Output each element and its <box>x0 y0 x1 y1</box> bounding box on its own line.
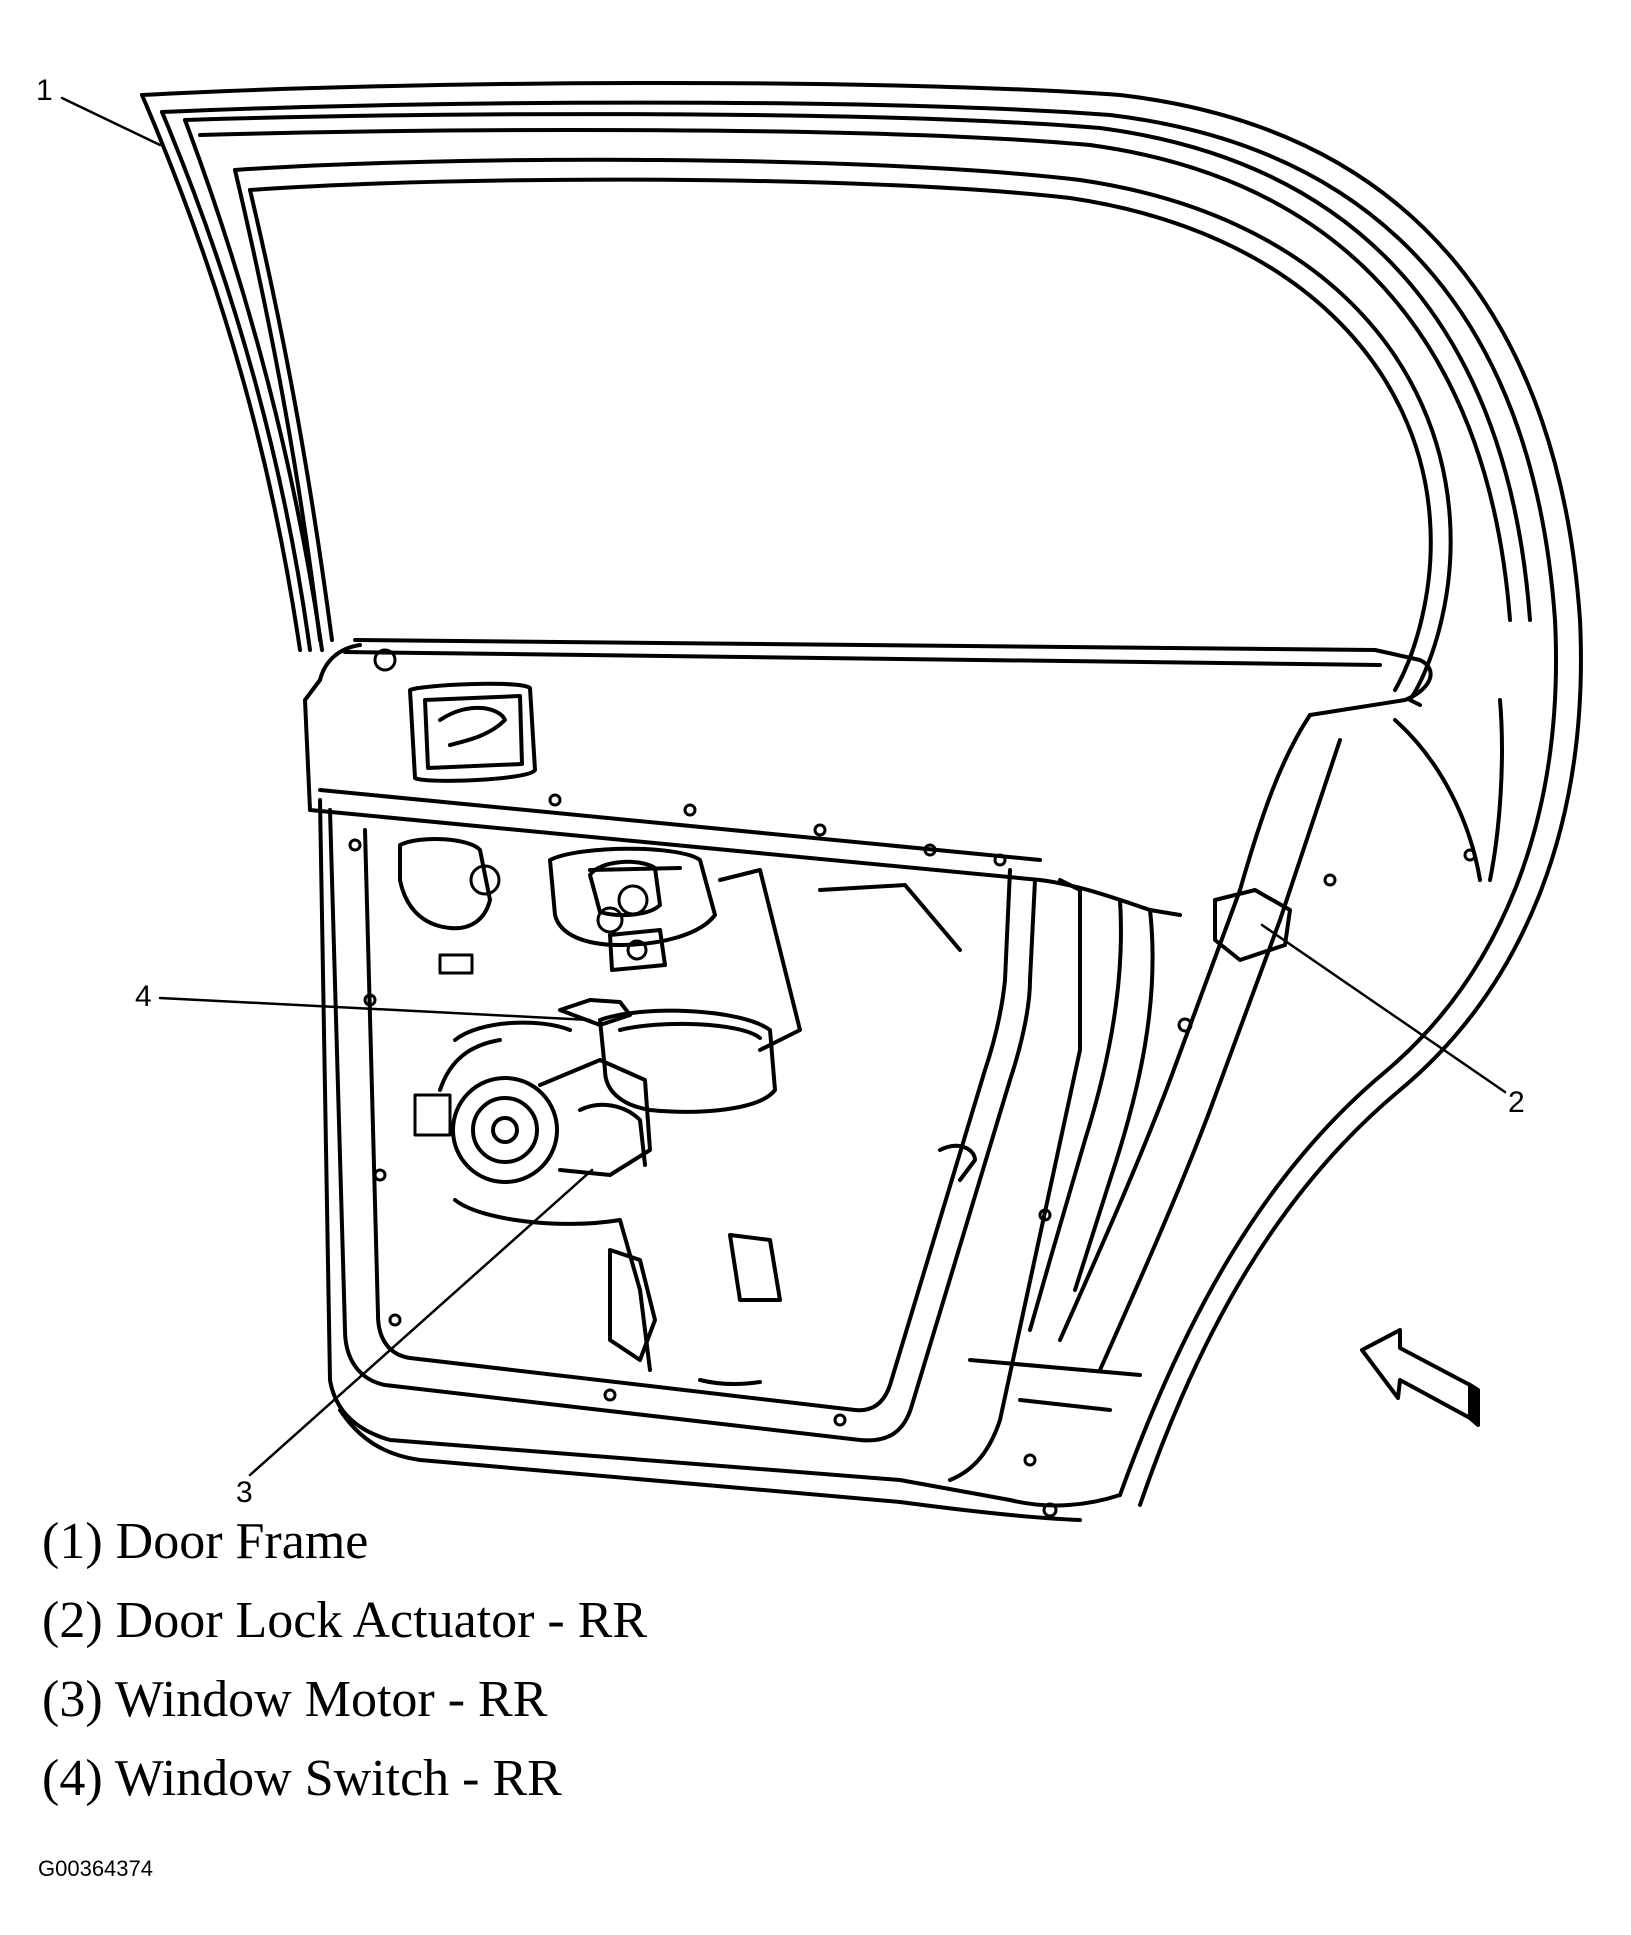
legend-number: (2) <box>42 1592 103 1649</box>
legend: (1) Door Frame (2) Door Lock Actuator - … <box>42 1502 647 1818</box>
door-lock-actuator <box>1213 888 1292 962</box>
fastener-holes <box>348 793 1477 1518</box>
panel-cutouts <box>398 836 962 1052</box>
legend-item-door-lock-actuator: (2) Door Lock Actuator - RR <box>42 1581 647 1660</box>
callout-2: 2 <box>1508 1086 1525 1119</box>
leader-line-4 <box>158 996 592 1022</box>
legend-number: (4) <box>42 1750 103 1807</box>
callout-3: 3 <box>236 1476 253 1509</box>
legend-item-window-switch: (4) Window Switch - RR <box>42 1739 647 1818</box>
legend-item-window-motor: (3) Window Motor - RR <box>42 1660 647 1739</box>
legend-number: (1) <box>42 1513 103 1570</box>
door-bottom <box>318 798 1142 1522</box>
direction-arrow-icon <box>1360 1328 1480 1427</box>
inner-panel <box>328 698 1504 1482</box>
legend-text: Window Switch - RR <box>114 1750 562 1807</box>
legend-text: Door Lock Actuator - RR <box>115 1592 648 1649</box>
door-frame <box>140 81 1583 1507</box>
interior-handle <box>408 681 537 783</box>
window-motor <box>413 1020 652 1184</box>
callout-4: 4 <box>135 980 152 1013</box>
callout-1: 1 <box>36 74 53 107</box>
regulator-track <box>453 1143 977 1387</box>
legend-text: Window Motor - RR <box>114 1671 548 1728</box>
legend-item-door-frame: (1) Door Frame <box>42 1502 647 1581</box>
leader-line-1 <box>60 96 162 147</box>
leader-line-2 <box>1260 923 1507 1094</box>
figure-id: G00364374 <box>38 1856 153 1881</box>
belt-trim <box>303 638 1433 917</box>
legend-number: (3) <box>42 1671 103 1728</box>
window-switch <box>558 998 777 1114</box>
leader-line-3 <box>248 1168 594 1477</box>
lock-assembly <box>588 859 667 972</box>
legend-text: Door Frame <box>115 1513 369 1570</box>
leader-lines <box>60 96 1507 1477</box>
